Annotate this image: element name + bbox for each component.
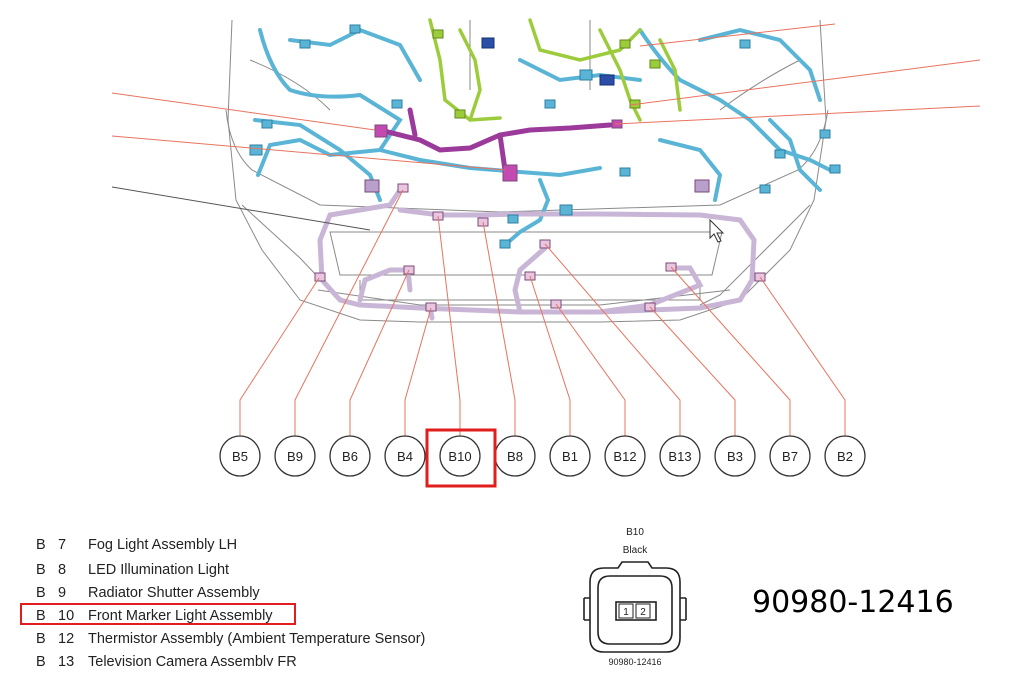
callout-b2 xyxy=(824,435,866,477)
legend-row-b12: B 12 Thermistor Assembly (Ambient Temperat… xyxy=(36,628,425,650)
callout-b1 xyxy=(549,435,591,477)
callout-b9-label: B9 xyxy=(287,449,303,464)
legend-row-b10: B 10 Front Marker Light Assembly xyxy=(36,605,273,627)
pin-2-label: 2 xyxy=(640,607,646,618)
legend-number: 13 xyxy=(58,654,75,666)
legend-text: Front Marker Light Assembly xyxy=(88,608,273,624)
callout-b7 xyxy=(769,435,811,477)
legend-number: 7 xyxy=(58,538,67,553)
callout-b9 xyxy=(274,435,316,477)
legend-prefix: B xyxy=(36,608,46,624)
callout-b8-label: B8 xyxy=(507,449,523,464)
callout-b7-label: B7 xyxy=(782,449,798,464)
pin-2-box xyxy=(635,603,651,619)
upper-leader-lines xyxy=(111,23,981,231)
legend-prefix: B xyxy=(36,538,46,553)
connector-code: B10 xyxy=(626,527,644,538)
callout-b4-label: B4 xyxy=(397,449,413,464)
legend-text: Thermistor Assembly (Ambient Temperature… xyxy=(88,631,426,647)
callout-b13 xyxy=(659,435,701,477)
legend-text: Radiator Shutter Assembly xyxy=(88,585,260,601)
legend-number: 12 xyxy=(58,631,75,647)
legend-row-b13: B 13 Television Camera Assembly FR xyxy=(36,651,297,666)
pin-1-label: 1 xyxy=(623,607,629,618)
callout-b3-label: B3 xyxy=(727,449,743,464)
bumper-harness xyxy=(317,187,757,321)
callout-leader-lines xyxy=(239,189,846,437)
legend-number: 8 xyxy=(58,562,67,578)
pin-1-box xyxy=(618,603,634,619)
callout-b12 xyxy=(604,435,646,477)
callout-b6 xyxy=(329,435,371,477)
connector-part-number: 90980-12416 xyxy=(608,657,661,667)
callout-b6-label: B6 xyxy=(342,449,358,464)
callout-b4 xyxy=(384,435,426,477)
callout-b5 xyxy=(219,435,261,477)
callout-b10-label: B10 xyxy=(448,449,471,464)
legend-number: 10 xyxy=(58,608,75,624)
callout-b13-label: B13 xyxy=(668,449,691,464)
wiring-harness-diagram: B5 B9 B6 B4 B10 B8 B1 B12 B13 B3 B7 B2 xyxy=(111,18,981,488)
callout-b10 xyxy=(439,435,481,477)
callout-b12-label: B12 xyxy=(613,449,636,464)
callout-b10-highlight xyxy=(425,428,497,488)
engine-connectors xyxy=(249,24,841,249)
callout-b3 xyxy=(714,435,756,477)
connector-housing xyxy=(583,561,687,653)
legend-prefix: B xyxy=(36,654,46,666)
legend-prefix: B xyxy=(36,585,46,601)
center-harness xyxy=(377,107,613,173)
legend-b10-highlight xyxy=(20,603,296,625)
callout-b1-label: B1 xyxy=(562,449,578,464)
legend-number: 9 xyxy=(58,585,67,601)
part-number-large: 90980-12416 xyxy=(752,585,954,620)
cowl-harness xyxy=(428,18,682,122)
navy-connectors xyxy=(481,37,615,86)
legend-prefix: B xyxy=(36,562,46,578)
legend-prefix: B xyxy=(36,631,46,647)
legend-text: Fog Light Assembly LH xyxy=(88,538,238,553)
legend-text: LED Illumination Light xyxy=(88,562,230,578)
callout-b2-label: B2 xyxy=(837,449,853,464)
connector-color: Black xyxy=(623,545,648,556)
mouse-cursor-icon xyxy=(709,218,725,243)
callout-b5-label: B5 xyxy=(232,449,248,464)
legend-text: Television Camera Assembly FR xyxy=(88,654,297,666)
connector-face-drawing: B10 Black 1 2 90980-12416 xyxy=(583,527,687,667)
callout-circles: B5 B9 B6 B4 B10 B8 B1 B12 B13 B3 B7 B2 xyxy=(219,435,866,477)
